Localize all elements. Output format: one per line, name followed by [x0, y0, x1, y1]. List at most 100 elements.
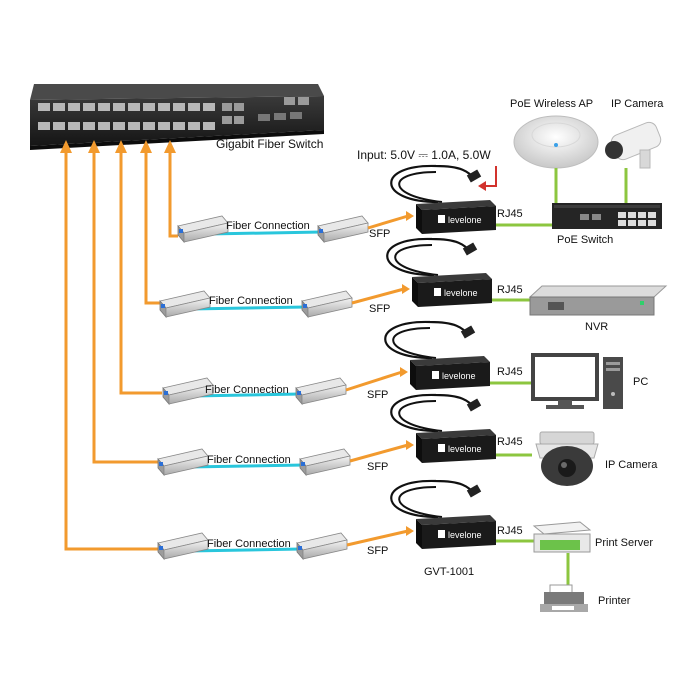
converter-body [418, 279, 492, 307]
sfp-port [203, 103, 215, 111]
converter-side [410, 360, 416, 390]
printer-label: Printer [598, 595, 631, 607]
pc-label: PC [633, 376, 649, 388]
converter-top [410, 356, 490, 366]
sfp-label: SFP [369, 228, 391, 240]
sfp-to-converter-link [346, 529, 409, 547]
usb-plug [462, 242, 478, 256]
poe-ap-label: PoE Wireless AP [510, 98, 594, 110]
sfp-port [68, 122, 80, 130]
converter-side [416, 519, 422, 549]
fiber-label: Fiber Connection [209, 295, 293, 307]
usb-plug [460, 325, 476, 339]
converter-side [416, 204, 422, 234]
rj45-label: RJ45 [497, 366, 523, 378]
sfp-to-converter-link [349, 443, 409, 463]
switch-label: Gigabit Fiber Switch [216, 137, 324, 151]
nvr-label: NVR [585, 321, 609, 333]
link-row: levelone [157, 479, 534, 561]
sfp-module-side [165, 297, 211, 318]
power-cable [392, 327, 437, 359]
converter-body [422, 521, 496, 549]
sfp-module-side [301, 384, 347, 405]
poe-switch-label: PoE Switch [557, 234, 614, 246]
fiber-cable [207, 230, 323, 236]
sfp-port [158, 103, 170, 111]
sfp-module-side [323, 222, 369, 243]
sfp-port [38, 103, 50, 111]
sfp-port [143, 103, 155, 111]
power-cable [384, 320, 469, 360]
power-cable [398, 171, 443, 203]
converter-side [416, 433, 422, 463]
sfp-port-latch [297, 391, 301, 395]
switch-rj45-ports [222, 97, 309, 124]
rj45-label: RJ45 [497, 436, 523, 448]
switch-sfp-ports [38, 103, 215, 130]
sfp-to-converter-link [345, 370, 403, 392]
rj45-label: RJ45 [497, 525, 523, 537]
sfp-module-side [163, 539, 209, 560]
sfp-port-latch [303, 304, 307, 308]
rj45-label: RJ45 [497, 208, 523, 220]
sfp-port [113, 103, 125, 111]
link-rows: levelone levelone levelone levelone levelone [157, 164, 556, 561]
converter-brand: levelone [448, 530, 482, 540]
sfp-port [113, 122, 125, 130]
sfp-label: SFP [369, 303, 391, 315]
power-input-label: Input: 5.0V ⎓ 1.0A, 5.0W [357, 148, 491, 162]
sfp-port [98, 103, 110, 111]
fiber-arrowheads [60, 140, 176, 153]
print-server-label: Print Server [595, 537, 654, 549]
converter-brand: levelone [442, 371, 476, 381]
sfp-port [83, 103, 95, 111]
sfp-module-side [183, 222, 229, 243]
poe-camera-label: IP Camera [611, 98, 664, 110]
converter-body [416, 362, 490, 390]
converter-brand: levelone [444, 288, 478, 298]
sfp-port-latch [164, 391, 168, 395]
sfp-port-latch [179, 229, 183, 233]
sfp-port [173, 103, 185, 111]
converter-top [416, 429, 496, 439]
fiber-label: Fiber Connection [226, 220, 310, 232]
sfp-module-side [305, 455, 351, 476]
sfp-port-latch [161, 304, 165, 308]
sfp-module-side [307, 297, 353, 318]
converter-body [422, 435, 496, 463]
brand-logo-icon [438, 444, 445, 452]
converter-side [412, 277, 418, 307]
sfp-to-converter-link [351, 287, 405, 305]
sfp-module-side [302, 539, 348, 560]
sfp-port-latch [298, 546, 302, 550]
power-cable [398, 486, 443, 518]
sfp-arrowhead [400, 367, 408, 377]
sfp-label: SFP [367, 545, 389, 557]
link-row: levelone [157, 393, 532, 477]
converter-brand: levelone [448, 444, 482, 454]
poe-branch-cables [554, 168, 628, 203]
usb-plug [466, 398, 482, 412]
sfp-port [188, 103, 200, 111]
power-cable [390, 164, 475, 204]
power-cable [386, 237, 471, 277]
fiber-label: Fiber Connection [205, 384, 289, 396]
usb-plug [466, 484, 482, 498]
sfp-port [173, 122, 185, 130]
sfp-port [203, 122, 215, 130]
fiber-runs-orange [64, 152, 178, 551]
converter-top [416, 515, 496, 525]
poe-wireless-ap [513, 115, 599, 169]
sfp-port-latch [301, 462, 305, 466]
fiber-cable [189, 305, 307, 311]
converter-brand: levelone [448, 215, 482, 225]
converter-top [412, 273, 492, 283]
sfp-port [68, 103, 80, 111]
power-cable [390, 479, 475, 519]
sfp-port-latch [159, 462, 163, 466]
brand-logo-icon [438, 530, 445, 538]
power-cable [394, 244, 439, 276]
sfp-label: SFP [367, 461, 389, 473]
sfp-port [128, 103, 140, 111]
sfp-port [53, 103, 65, 111]
